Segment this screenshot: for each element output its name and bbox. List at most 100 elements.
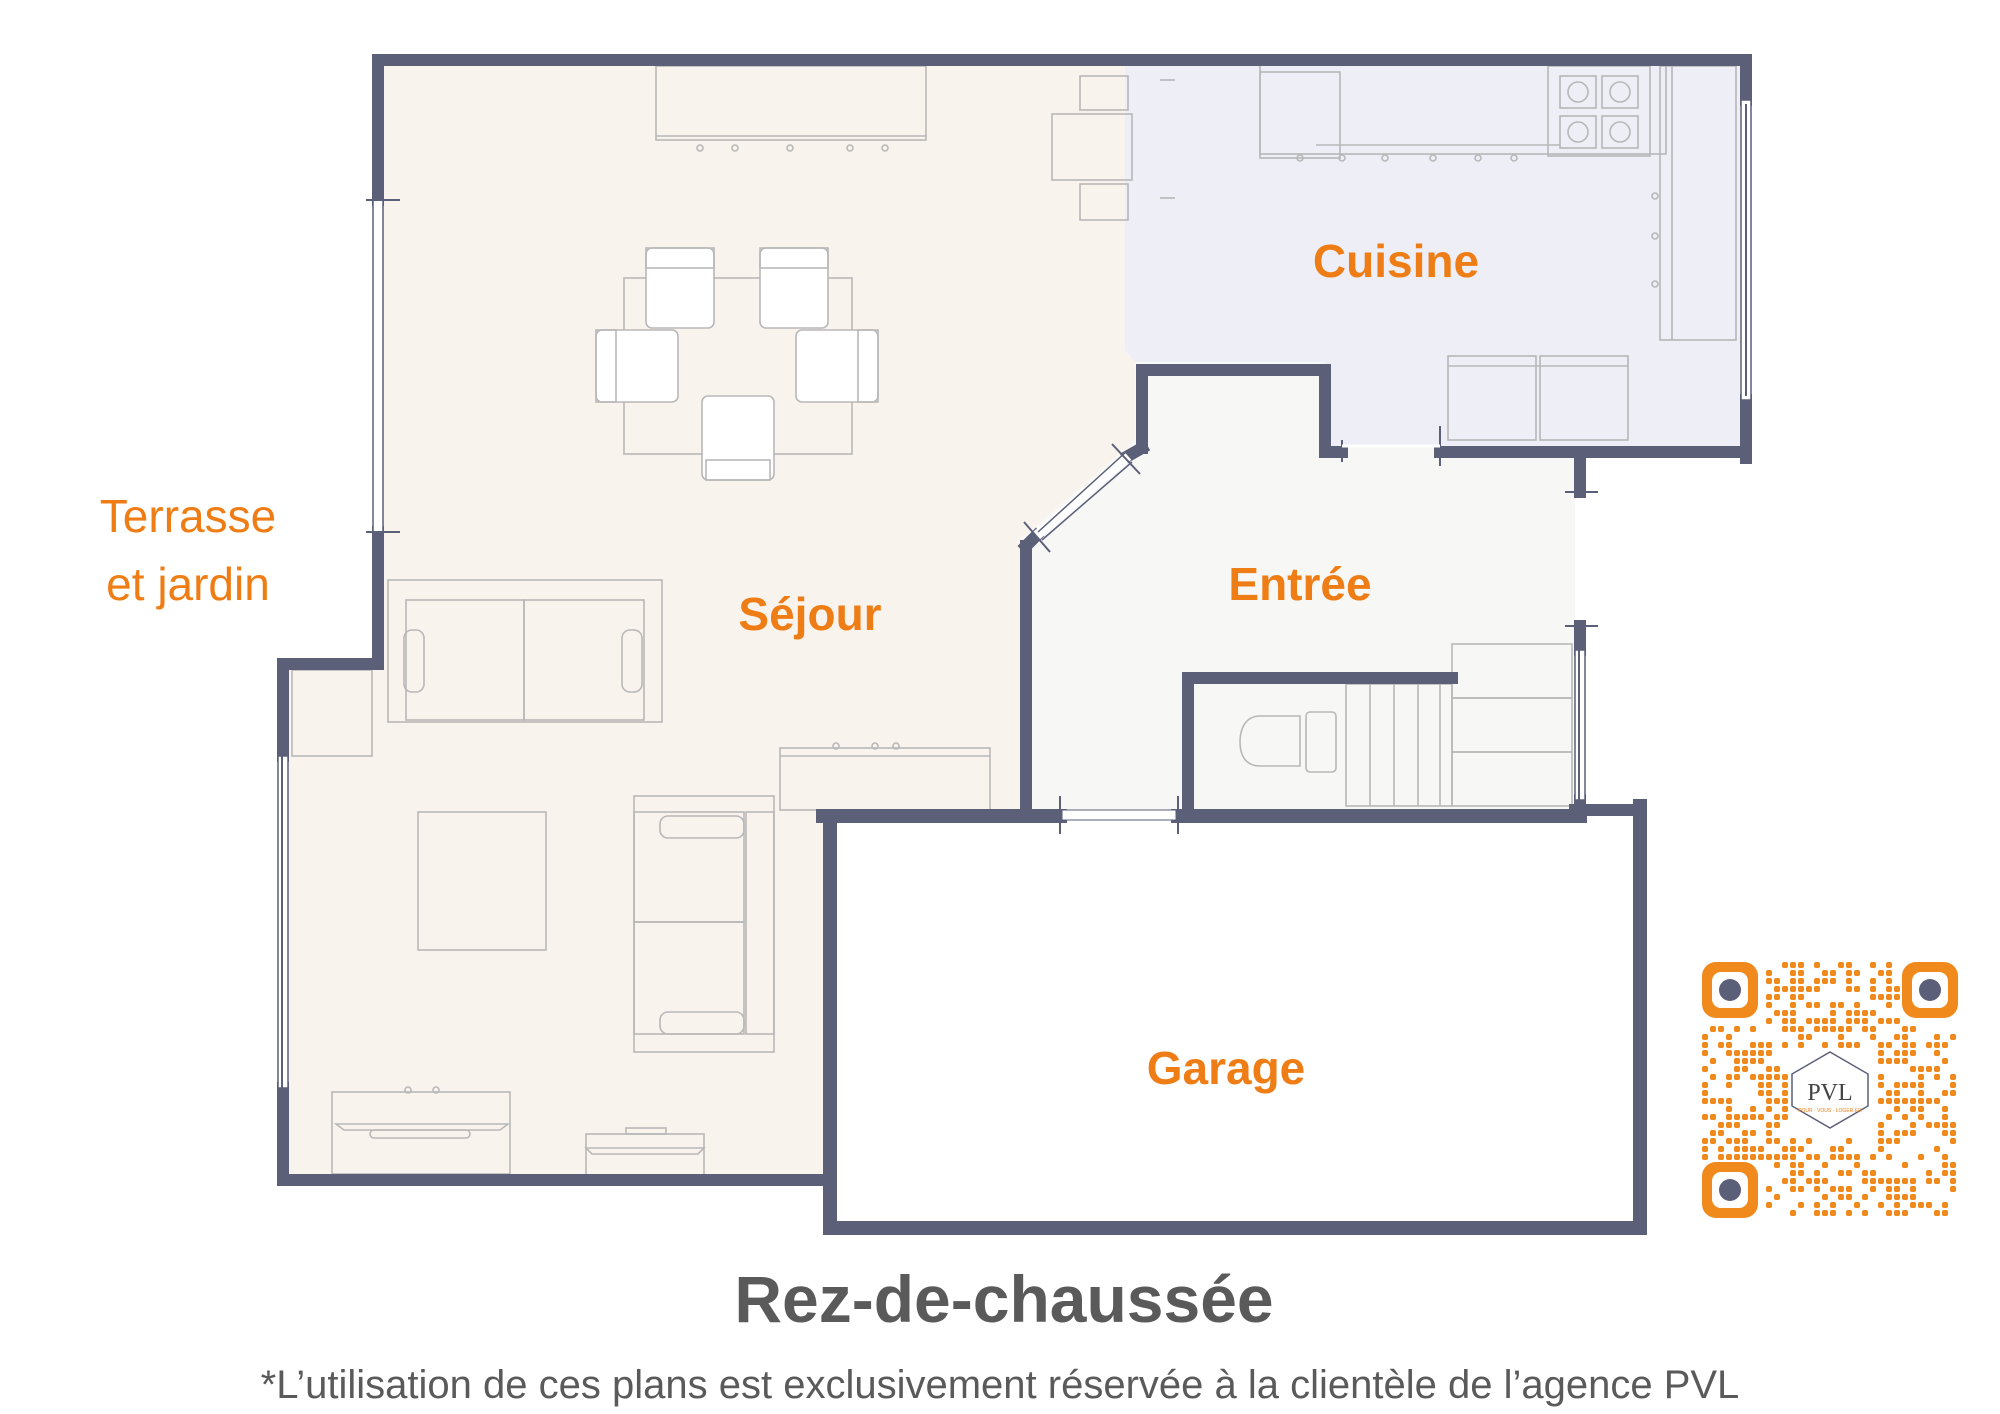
qr-module: [1702, 1066, 1708, 1072]
qr-module: [1846, 1186, 1852, 1192]
garage-floor: [823, 812, 1633, 1224]
qr-module: [1742, 1130, 1748, 1136]
qr-module: [1750, 1074, 1756, 1080]
entree-floor: [1020, 362, 1575, 812]
qr-module: [1798, 978, 1804, 984]
window-west-upper: [372, 199, 384, 533]
qr-module: [1830, 1146, 1836, 1152]
qr-module: [1910, 1178, 1916, 1184]
qr-module: [1926, 1042, 1932, 1048]
qr-module: [1838, 962, 1844, 968]
qr-module: [1710, 1026, 1716, 1032]
pvl-logo-subtitle: POUR · VOUS · LOGER·ER: [1798, 1108, 1862, 1114]
qr-module: [1822, 1026, 1828, 1032]
qr-module: [1734, 1058, 1740, 1064]
qr-module: [1790, 1026, 1796, 1032]
qr-module: [1790, 1138, 1796, 1144]
qr-module: [1726, 1042, 1732, 1048]
qr-module: [1934, 1034, 1940, 1040]
room-label-garage: Garage: [1147, 1042, 1306, 1094]
coffee-table: [417, 811, 547, 951]
qr-module: [1726, 1082, 1732, 1088]
cuisine-floor: [1125, 64, 1740, 447]
disclaimer-note: *L’utilisation de ces plans est exclusiv…: [261, 1363, 1740, 1407]
qr-module: [1942, 1058, 1948, 1064]
qr-module: [1942, 1122, 1948, 1128]
qr-module: [1910, 1066, 1916, 1072]
qr-module: [1846, 1210, 1852, 1216]
qr-module: [1830, 970, 1836, 976]
qr-module: [1846, 1194, 1852, 1200]
qr-module: [1878, 1146, 1884, 1152]
qr-module: [1886, 962, 1892, 968]
qr-module: [1878, 1130, 1884, 1136]
qr-module: [1886, 1098, 1892, 1104]
qr-module: [1806, 986, 1812, 992]
qr-module: [1758, 1042, 1764, 1048]
qr-module: [1886, 978, 1892, 984]
qr-module: [1822, 1178, 1828, 1184]
qr-module: [1886, 970, 1892, 976]
qr-module: [1886, 1042, 1892, 1048]
qr-module: [1798, 1170, 1804, 1176]
qr-module: [1950, 1122, 1956, 1128]
qr-module: [1782, 1154, 1788, 1160]
qr-module: [1782, 1018, 1788, 1024]
qr-module: [1806, 1034, 1812, 1040]
qr-module: [1878, 1202, 1884, 1208]
qr-module: [1702, 1138, 1708, 1144]
qr-module: [1758, 1154, 1764, 1160]
qr-module: [1886, 1178, 1892, 1184]
qr-module: [1806, 1002, 1812, 1008]
qr-module: [1830, 978, 1836, 984]
qr-module: [1918, 1202, 1924, 1208]
qr-module: [1918, 1074, 1924, 1080]
qr-module: [1798, 994, 1804, 1000]
qr-module: [1758, 1146, 1764, 1152]
qr-module: [1870, 1170, 1876, 1176]
walls: [277, 54, 1752, 1235]
qr-module: [1758, 1090, 1764, 1096]
pvl-logo: PVL POUR · VOUS · LOGER·ER: [1791, 1051, 1869, 1129]
qr-module: [1710, 1058, 1716, 1064]
qr-module: [1926, 1178, 1932, 1184]
qr-module: [1942, 1170, 1948, 1176]
qr-module: [1790, 1170, 1796, 1176]
qr-module: [1702, 1050, 1708, 1056]
qr-module: [1734, 1066, 1740, 1072]
qr-module: [1830, 1026, 1836, 1032]
qr-module: [1710, 1130, 1716, 1136]
qr-module: [1870, 986, 1876, 992]
qr-module: [1790, 986, 1796, 992]
qr-module: [1718, 1130, 1724, 1136]
qr-module: [1894, 1058, 1900, 1064]
stairs: [1345, 643, 1573, 807]
qr-module: [1726, 1154, 1732, 1160]
qr-module: [1766, 994, 1772, 1000]
qr-module: [1702, 1042, 1708, 1048]
qr-module: [1734, 1146, 1740, 1152]
exterior-label-line2: et jardin: [106, 558, 270, 610]
qr-module: [1910, 1106, 1916, 1112]
qr-module: [1894, 986, 1900, 992]
qr-module: [1878, 1082, 1884, 1088]
qr-module: [1766, 1082, 1772, 1088]
qr-module: [1894, 1178, 1900, 1184]
qr-module: [1798, 1146, 1804, 1152]
qr-module: [1750, 1154, 1756, 1160]
qr-module: [1766, 1066, 1772, 1072]
qr-module: [1894, 1098, 1900, 1104]
qr-module: [1742, 1146, 1748, 1152]
qr-module: [1846, 1018, 1852, 1024]
qr-code[interactable]: PVL POUR · VOUS · LOGER·ER: [1700, 960, 1960, 1220]
qr-module: [1782, 1098, 1788, 1104]
qr-module: [1870, 962, 1876, 968]
qr-module: [1742, 1154, 1748, 1160]
qr-module: [1878, 1138, 1884, 1144]
qr-module: [1862, 1018, 1868, 1024]
qr-module: [1886, 1058, 1892, 1064]
qr-module: [1806, 1178, 1812, 1184]
qr-module: [1822, 1210, 1828, 1216]
qr-module: [1790, 1162, 1796, 1168]
qr-module: [1918, 1066, 1924, 1072]
